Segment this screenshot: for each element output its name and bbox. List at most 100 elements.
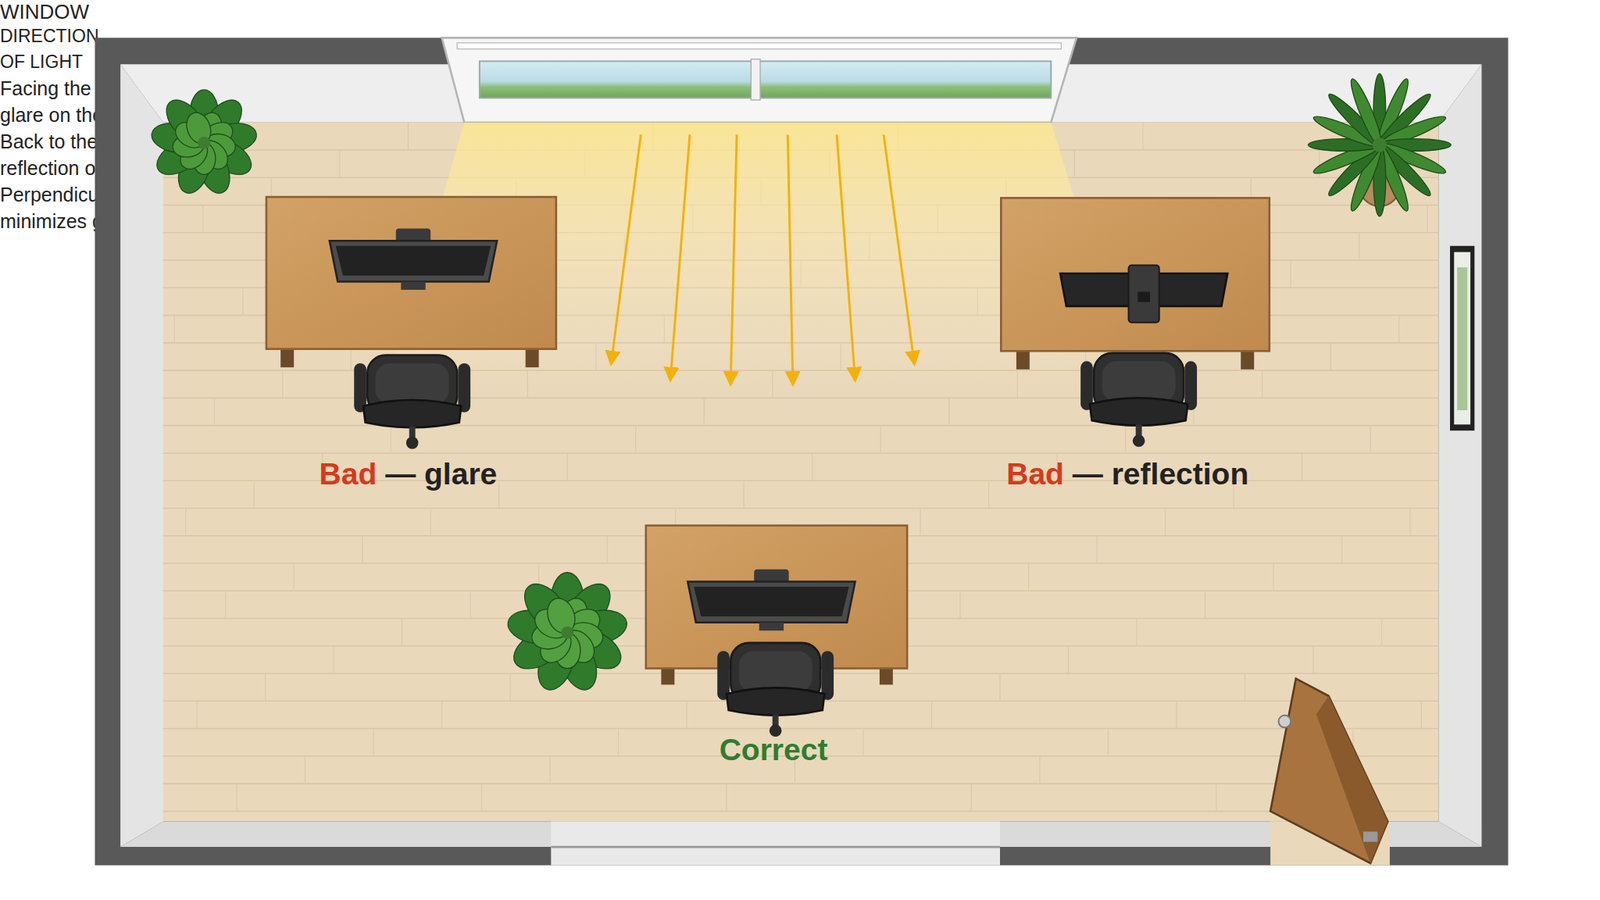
plank-joint	[185, 507, 186, 536]
plank-joint	[225, 590, 226, 618]
window-label: WINDOW	[0, 0, 235, 24]
plank-joint	[1244, 673, 1246, 701]
plank-joint	[999, 673, 1000, 701]
desk	[1000, 197, 1270, 369]
wall-opening	[550, 821, 1000, 865]
plank-joint	[1028, 563, 1029, 591]
chair	[717, 642, 834, 737]
plank-joint	[1135, 618, 1137, 647]
heading-text: — reflection	[1072, 456, 1249, 493]
heading-text: Bad	[1006, 456, 1065, 493]
plank-joint	[1125, 425, 1126, 454]
plank-joint	[214, 397, 215, 425]
plank-joint	[304, 756, 306, 784]
plank-joint	[703, 397, 705, 425]
plant	[149, 89, 259, 198]
plank-joint	[1381, 618, 1383, 647]
plank-joint	[743, 480, 745, 508]
plank-joint	[293, 563, 295, 591]
plank-joint	[481, 783, 483, 811]
plant	[505, 572, 630, 696]
window-frame	[442, 37, 1077, 122]
plank-joint	[685, 700, 687, 729]
plank-joint	[372, 728, 374, 757]
plank-joint	[1107, 728, 1109, 757]
window-mullion	[750, 59, 761, 100]
heading-row: Bad— reflection	[1006, 456, 1249, 493]
heading-text: Correct	[719, 732, 829, 768]
plank-joint	[1272, 563, 1274, 591]
plank-joint	[1261, 370, 1263, 398]
plank-joint	[1369, 425, 1371, 454]
chair	[353, 355, 471, 450]
desk	[266, 196, 557, 368]
wall-opening	[550, 846, 1000, 849]
plank-joint	[390, 425, 392, 454]
plank-joint	[1421, 700, 1422, 729]
plank-joint	[430, 507, 432, 536]
wall-face	[120, 64, 164, 847]
plank-joint	[1409, 507, 1411, 536]
plank-joint	[971, 783, 972, 811]
heading-row: Bad— glare	[319, 456, 498, 493]
light-arrows	[610, 134, 915, 384]
heading-row: Correct	[719, 732, 829, 768]
plank-joint	[1398, 315, 1400, 343]
heading-text: — glare	[385, 456, 497, 493]
plant	[1307, 73, 1451, 217]
plant-centre	[197, 136, 211, 150]
plank-joint	[401, 618, 403, 647]
plank-joint	[959, 590, 961, 618]
plank-joint	[202, 205, 204, 233]
plank-joint	[253, 480, 255, 508]
plank-joint	[617, 728, 619, 757]
plank-joint	[1341, 535, 1343, 564]
floor	[163, 122, 1440, 822]
plank-joint	[1142, 122, 1143, 150]
plank-joint	[509, 673, 511, 701]
plank-joint	[1096, 535, 1097, 564]
plank-line	[163, 728, 1440, 730]
plank-joint	[1215, 783, 1217, 811]
plank-joint	[567, 453, 568, 481]
plank-joint	[264, 673, 266, 701]
plank-line	[163, 425, 1440, 427]
monitor	[687, 569, 855, 631]
outer-wall	[94, 37, 1508, 865]
picture-frame	[1450, 246, 1475, 431]
chair	[1080, 353, 1197, 447]
plant-centre	[560, 626, 574, 640]
plank-joint	[282, 370, 283, 398]
plank-joint	[407, 122, 409, 150]
plank-joint	[1074, 150, 1075, 178]
plank-joint	[931, 700, 933, 729]
plank-joint	[635, 425, 636, 454]
window-glass	[479, 60, 1051, 98]
plank-joint	[235, 783, 237, 811]
plank-joint	[1204, 590, 1206, 618]
plant-centre	[1372, 137, 1387, 152]
plank-joint	[606, 535, 608, 564]
plank-joint	[1301, 453, 1303, 481]
plank-line	[163, 507, 1440, 510]
plank-line	[163, 810, 1440, 813]
plank-joint	[361, 535, 363, 564]
plank-joint	[1427, 205, 1429, 233]
plank-joint	[549, 756, 550, 784]
plank-joint	[1290, 260, 1292, 288]
plank-line	[163, 782, 1440, 785]
window-sill	[457, 42, 1061, 50]
plank-joint	[339, 150, 340, 178]
plank-joint	[862, 728, 864, 757]
plank-joint	[1358, 232, 1360, 261]
plank-line	[163, 452, 1440, 454]
plank-joint	[441, 700, 443, 729]
plank-joint	[498, 480, 500, 508]
monitor	[1060, 265, 1228, 323]
plank-joint	[1175, 700, 1177, 729]
floor-planks	[163, 122, 1440, 812]
heading-text: Bad	[319, 456, 378, 493]
plank-joint	[948, 397, 950, 425]
plank-joint	[1067, 646, 1069, 674]
plank-joint	[988, 480, 990, 508]
